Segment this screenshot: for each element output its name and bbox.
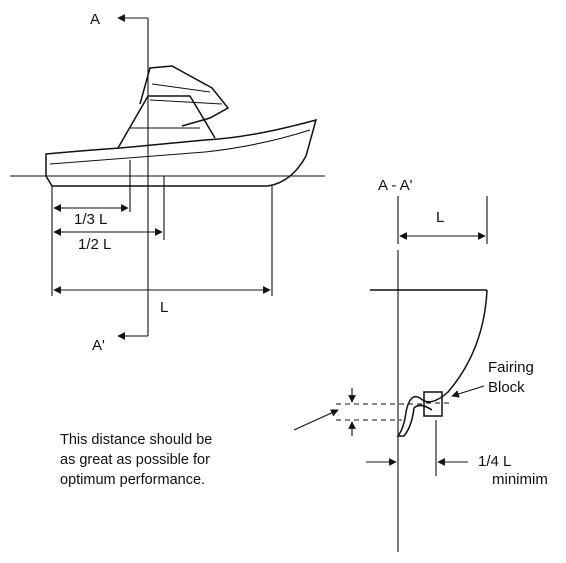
note-line-1: This distance should be [60,432,212,448]
boat-cabin [117,95,216,149]
fairing-block-pointer [451,385,485,398]
boat-hull [45,118,318,187]
section-view: A - A' L Fairing Block 1/4 L minimim [293,177,548,552]
section-title: A - A' [378,177,413,194]
boat-side-view: A A' 1/3 L 1/2 L L [10,11,325,354]
section-width-label: L [436,209,444,226]
fairing-block [423,391,443,417]
section-hull-curve [396,289,488,437]
section-label-top: A [90,11,100,28]
boat-flybridge [139,65,230,127]
boat-deck-line [49,129,311,165]
note-line-2: as great as possible for [60,452,210,468]
note-leader [293,409,339,431]
min-word-label: minimim [492,471,548,488]
flybridge-line [151,83,211,93]
min-value-label: 1/4 L [478,453,511,470]
section-label-bottom: A' [92,337,105,354]
dim-full-label: L [160,299,168,316]
fairing-block-label-2: Block [488,379,525,396]
note-line-3: optimum performance. [60,472,205,488]
fairing-block-label-1: Fairing [488,359,534,376]
flybridge-line [149,99,223,105]
dim-half-label: 1/2 L [78,236,111,253]
performance-note: This distance should be as great as poss… [60,432,212,488]
dim-third-label: 1/3 L [74,211,107,228]
